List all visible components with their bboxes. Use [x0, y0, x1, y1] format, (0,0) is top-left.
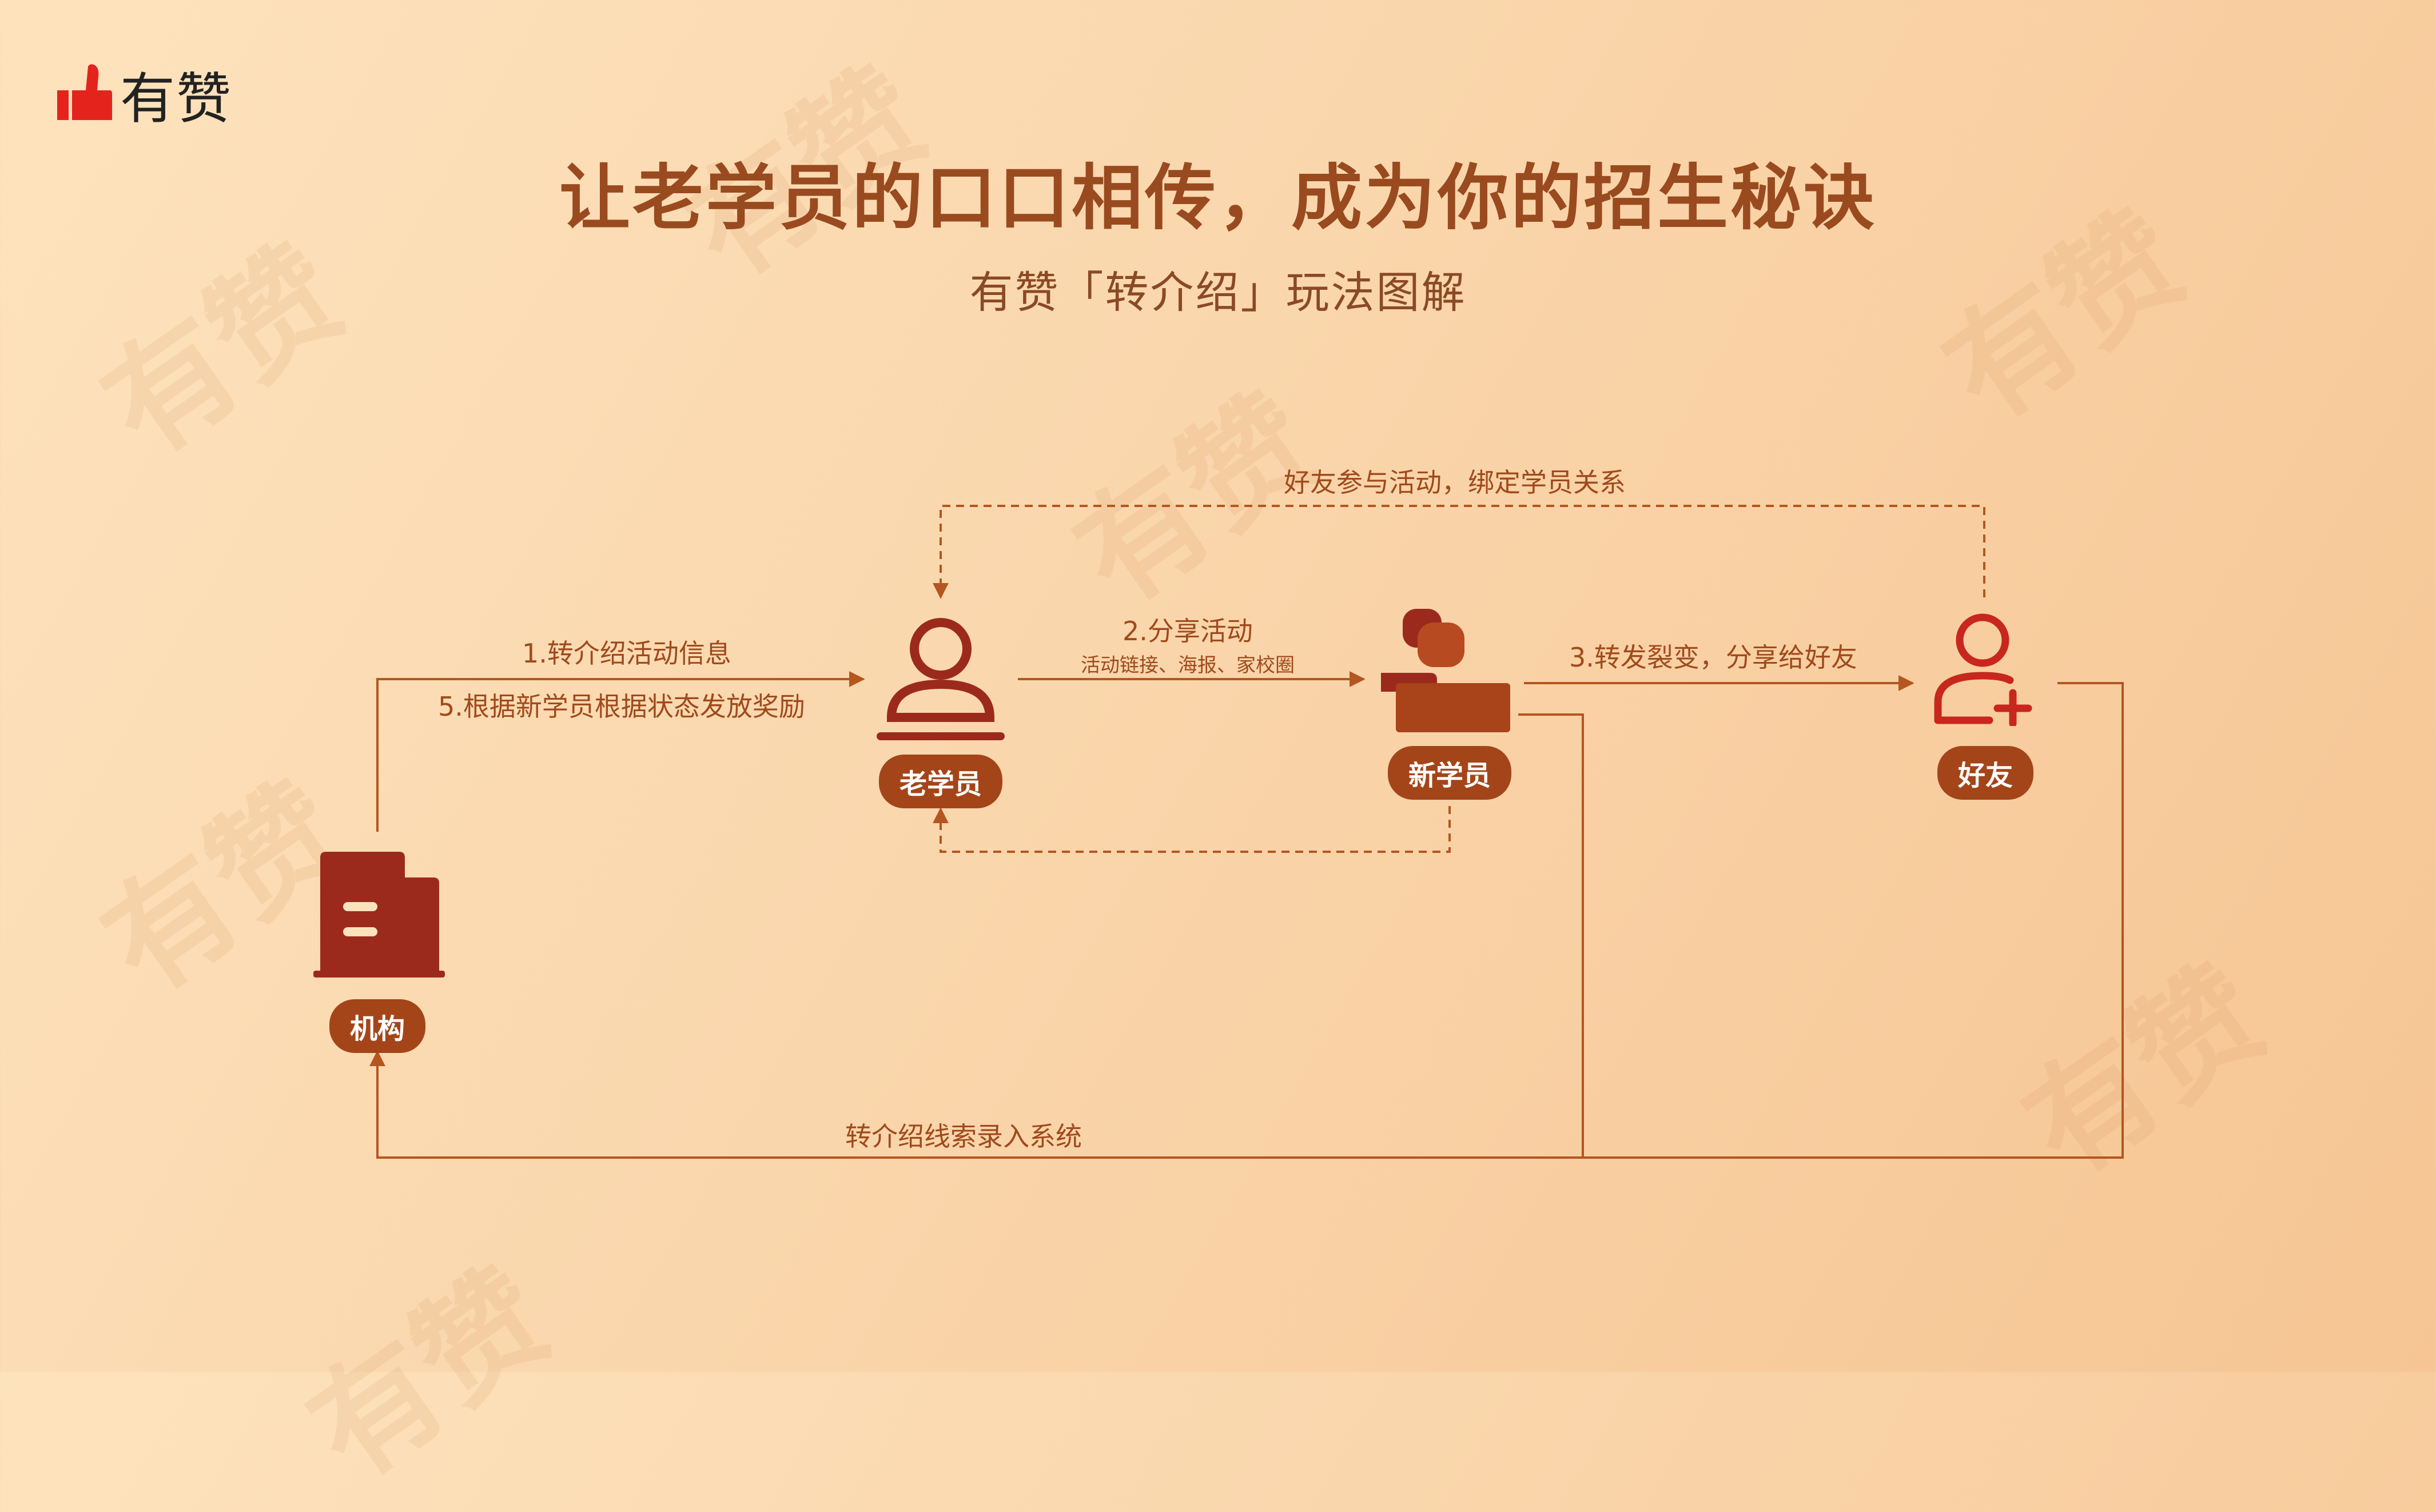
node-friend[interactable]: 好友: [1937, 746, 2034, 800]
person-icon: [877, 618, 1005, 740]
label-bind: 好友参与活动，绑定学员关系: [1284, 467, 1626, 498]
label-step1: 1.转介绍活动信息: [522, 638, 731, 669]
label-step3: 3.转发裂变，分享给好友: [1569, 642, 1857, 673]
building-icon: [313, 852, 445, 978]
page-subtitle: 有赞「转介绍」玩法图解: [969, 267, 1467, 318]
thumbs-up-icon: [57, 63, 112, 120]
node-institution[interactable]: 机构: [329, 999, 426, 1053]
edge-new-student-leads: [1518, 713, 1584, 1158]
chat-person-icon: [1381, 609, 1510, 732]
brand-logo[interactable]: 有赞: [57, 54, 232, 134]
flow-connectors: [369, 505, 2124, 1159]
edge-step1: [376, 671, 865, 832]
node-new-student[interactable]: 新学员: [1387, 746, 1512, 800]
page-title: 让老学员的口口相传，成为你的招生秘诀: [559, 157, 1877, 240]
label-step2: 2.分享活动: [1123, 616, 1253, 647]
edge-bind: [933, 505, 1985, 599]
edge-new-student-to-old: [933, 806, 1451, 853]
add-person-icon: [1934, 613, 2032, 726]
label-step5: 5.根据新学员根据状态发放奖励: [438, 691, 805, 722]
brand-name: 有赞: [120, 67, 232, 131]
label-leads: 转介绍线索录入系统: [845, 1121, 1082, 1152]
label-step2-detail: 活动链接、海报、家校圈: [1081, 654, 1295, 677]
node-old-student[interactable]: 老学员: [878, 755, 1003, 808]
edge-friend-leads: [369, 682, 2124, 1159]
